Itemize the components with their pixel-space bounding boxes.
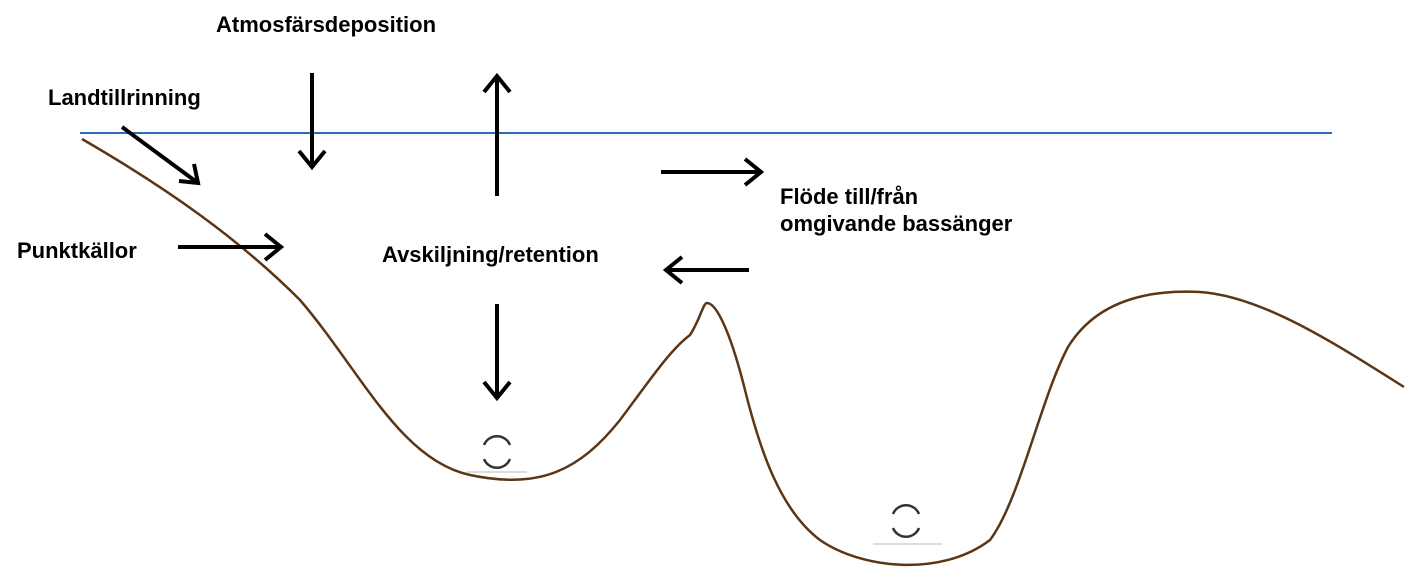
point-sources-label: Punktkällor [17, 238, 137, 263]
land-runoff-label: Landtillrinning [48, 85, 201, 110]
land-runoff-arrow [120, 125, 201, 186]
circular-arrows-icon [467, 435, 527, 473]
circular-arrows-icon [873, 504, 942, 545]
outflow-arrow [661, 157, 765, 187]
upward-release-arrow [482, 72, 512, 196]
basin-exchange-label-line2: omgivande bassänger [780, 211, 1013, 236]
basin-exchange-label-line1: Flöde till/från [780, 184, 919, 209]
point-sources-arrow [178, 232, 285, 262]
atmospheric-deposition-label: Atmosfärsdeposition [216, 12, 437, 37]
sedimentation-arrow [482, 304, 512, 402]
atmospheric-deposition-arrow [297, 73, 327, 171]
inflow-arrow [662, 255, 749, 285]
basin-exchange-label: Flöde till/från omgivande bassänger [780, 183, 1012, 237]
retention-label: Avskiljning/retention [382, 242, 599, 267]
sea-floor-profile [81, 137, 1405, 567]
